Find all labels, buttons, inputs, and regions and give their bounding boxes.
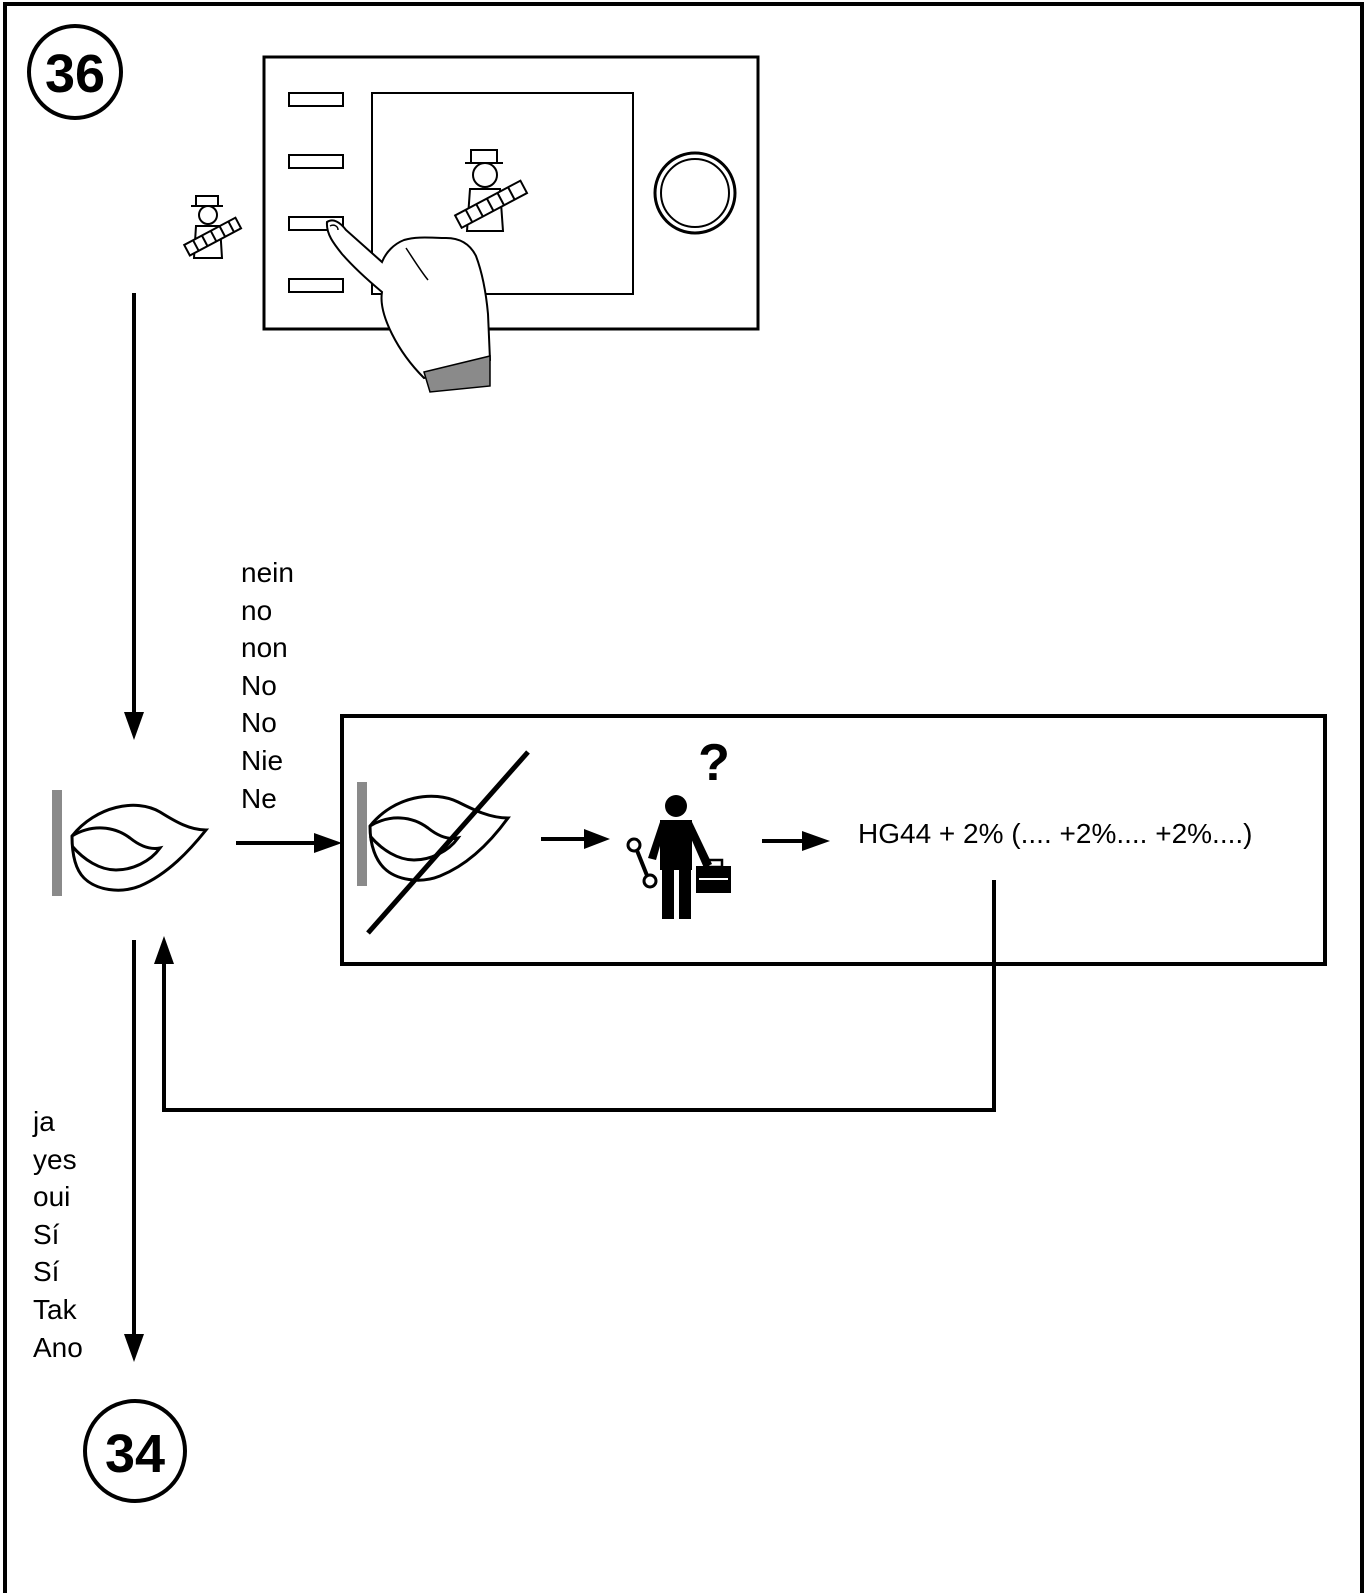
- next-step-text: 34: [105, 1424, 165, 1484]
- panel-button-1[interactable]: [289, 93, 343, 106]
- yes-answer-cs: Ano: [33, 1332, 83, 1363]
- arrow-to-formula: [762, 831, 830, 851]
- arrow-down-to-flame: [124, 293, 144, 740]
- no-answer-fr: non: [241, 632, 288, 663]
- step-number-current: 36: [29, 26, 121, 118]
- wrench-icon: [628, 839, 656, 887]
- step-number-next: 34: [85, 1401, 185, 1501]
- service-technician-icon: ?: [628, 734, 731, 919]
- no-answer-en: no: [241, 595, 272, 626]
- yes-answer-en: yes: [33, 1144, 77, 1175]
- step-number-text: 36: [45, 44, 105, 104]
- arrow-to-technician: [541, 829, 610, 849]
- no-answer-es: No: [241, 670, 277, 701]
- yes-answer-it: Sí: [33, 1256, 60, 1287]
- no-answers-list: nein no non No No Nie Ne: [241, 557, 294, 814]
- no-answer-cs: Ne: [241, 783, 277, 814]
- control-panel: [264, 57, 758, 329]
- return-loop-arrow: [154, 880, 994, 1110]
- yes-answer-de: ja: [32, 1106, 55, 1137]
- yes-answer-fr: oui: [33, 1181, 70, 1212]
- question-mark-icon: ?: [698, 734, 730, 792]
- chimney-sweep-icon: [184, 196, 241, 258]
- panel-button-2[interactable]: [289, 155, 343, 168]
- arrow-to-fault-box: [236, 833, 342, 853]
- no-answer-pl: Nie: [241, 745, 283, 776]
- flame-icon: [52, 790, 206, 896]
- adjustment-formula: HG44 + 2% (.... +2%.... +2%....): [858, 818, 1253, 849]
- panel-button-4[interactable]: [289, 279, 343, 292]
- rotary-knob-icon[interactable]: [655, 153, 735, 233]
- yes-answer-pl: Tak: [33, 1294, 78, 1325]
- no-answer-it: No: [241, 707, 277, 738]
- arrow-down-to-next-step: [124, 940, 144, 1362]
- yes-answer-es: Sí: [33, 1219, 60, 1250]
- no-answer-de: nein: [241, 557, 294, 588]
- flame-crossed-icon: [357, 752, 528, 933]
- yes-answers-list: ja yes oui Sí Sí Tak Ano: [32, 1106, 83, 1363]
